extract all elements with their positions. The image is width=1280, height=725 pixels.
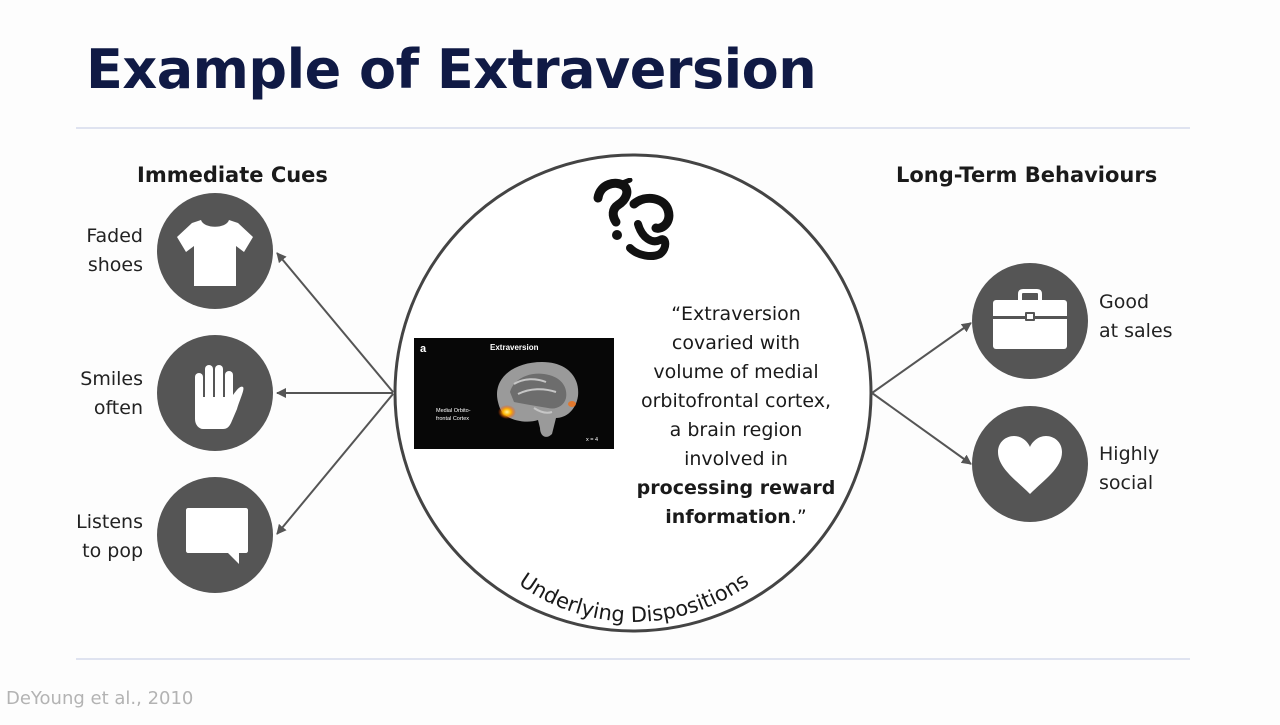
citation: DeYoung et al., 2010 <box>6 688 194 709</box>
immediate-cues-heading: Immediate Cues <box>137 163 328 187</box>
arrow-to-good-at-sales <box>871 322 972 394</box>
cue-faded-shoes <box>157 193 273 309</box>
arrow-to-faded-shoes <box>276 252 394 393</box>
dispositions-circle <box>393 153 873 633</box>
question-mark-icon <box>593 178 674 260</box>
cue-smiles-often <box>157 335 273 451</box>
svg-text:Medial Orbito-: Medial Orbito- <box>436 408 471 414</box>
svg-text:Extraversion: Extraversion <box>490 343 539 352</box>
extraversion-quote: “Extraversion covaried with volume of me… <box>636 303 836 528</box>
top-divider <box>76 127 1190 129</box>
brain-scan-image: a Extraversion Medial Orbito- frontal Co… <box>420 343 598 443</box>
hand-icon <box>195 365 244 429</box>
briefcase-icon <box>993 289 1067 349</box>
cue-listens-to-pop <box>157 477 273 593</box>
arrow-to-highly-social <box>871 392 972 465</box>
svg-text:a: a <box>420 343 427 355</box>
long-term-behaviours-heading: Long-Term Behaviours <box>896 163 1158 187</box>
behaviour-highly-social <box>972 406 1088 522</box>
heart-icon <box>998 436 1062 494</box>
arrow-to-listens-to-pop <box>276 393 394 535</box>
svg-text:x = 4: x = 4 <box>586 437 598 443</box>
speech-bubble-icon <box>186 508 248 564</box>
behaviour-good-at-sales <box>972 263 1088 379</box>
slide-title: Example of Extraversion <box>86 38 817 101</box>
bottom-divider <box>76 658 1190 660</box>
brain-scan-figure: a Extraversion Medial Orbito- frontal Co… <box>414 338 614 449</box>
tshirt-icon <box>177 220 253 286</box>
svg-text:frontal Cortex: frontal Cortex <box>436 416 469 422</box>
